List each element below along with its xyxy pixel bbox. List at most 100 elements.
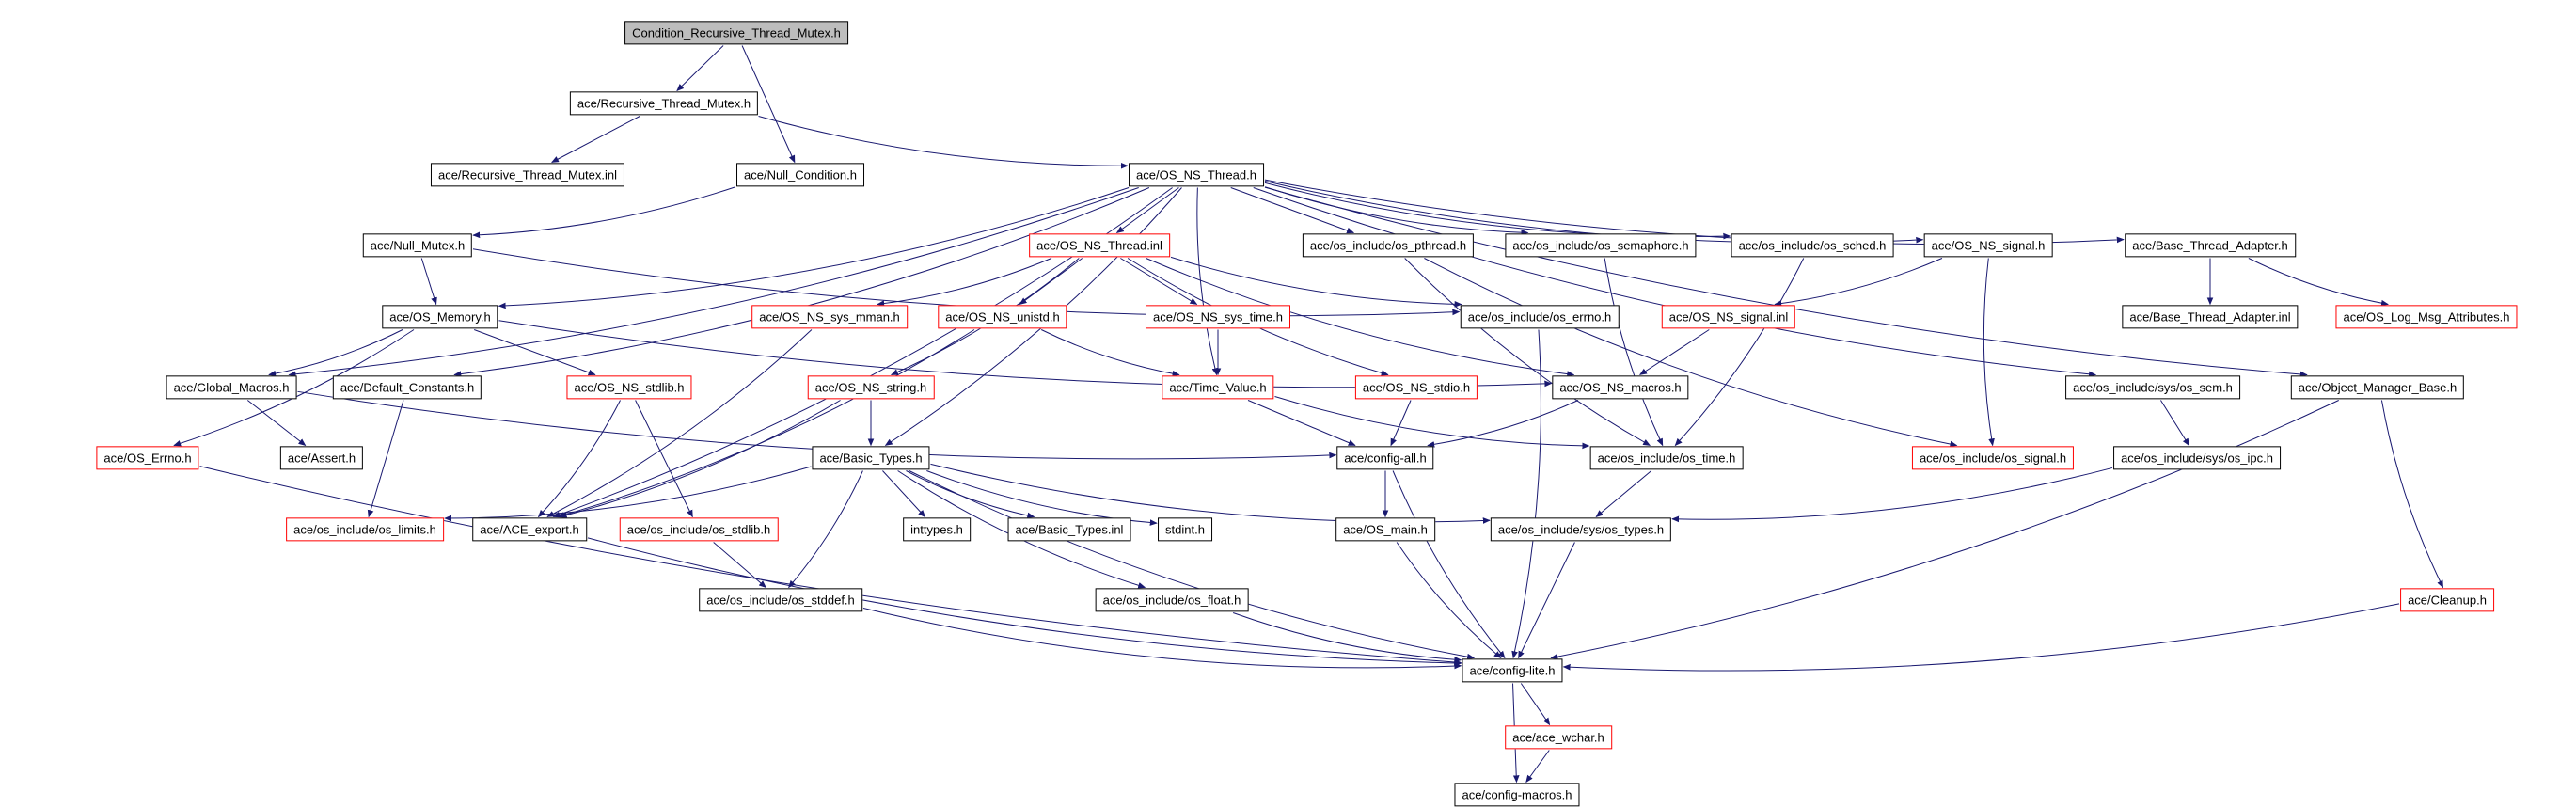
graph-node-global_macros_h[interactable]: ace/Global_Macros.h — [166, 375, 297, 400]
graph-node-config_macros_h[interactable]: ace/config-macros.h — [1454, 783, 1580, 807]
graph-node-default_constants_h[interactable]: ace/Default_Constants.h — [332, 375, 482, 400]
include-edge — [367, 400, 404, 518]
graph-node-sys_os_sem_h[interactable]: ace/os_include/sys/os_sem.h — [2065, 375, 2240, 400]
graph-node-os_ns_unistd_h[interactable]: ace/OS_NS_unistd.h — [938, 305, 1067, 329]
graph-node-os_errno_ace_h[interactable]: ace/OS_Errno.h — [96, 446, 199, 470]
graph-node-config_all_h[interactable]: ace/config-all.h — [1336, 446, 1434, 470]
graph-node-os_float_h[interactable]: ace/os_include/os_float.h — [1095, 588, 1249, 612]
graph-node-os_ns_signal_inl[interactable]: ace/OS_NS_signal.inl — [1661, 305, 1796, 329]
graph-node-object_manager_base_h[interactable]: ace/Object_Manager_Base.h — [2290, 375, 2465, 400]
include-edge — [926, 470, 1158, 526]
graph-node-os_stddef_h[interactable]: ace/os_include/os_stddef.h — [699, 588, 862, 612]
include-edge — [1170, 256, 1462, 308]
include-edge — [1019, 258, 1083, 305]
include-edge — [1041, 329, 1180, 377]
graph-node-base_thread_adapter_h[interactable]: ace/Base_Thread_Adapter.h — [2125, 233, 2296, 258]
graph-node-os_ns_stdlib_h[interactable]: ace/OS_NS_stdlib.h — [566, 375, 692, 400]
include-edge — [537, 400, 621, 518]
include-edge — [1264, 186, 1529, 236]
include-edge — [1230, 187, 1355, 234]
graph-node-os_limits_h[interactable]: ace/os_include/os_limits.h — [286, 517, 444, 542]
graph-node-os_time_h[interactable]: ace/os_include/os_time.h — [1589, 446, 1744, 470]
include-edge — [199, 466, 1462, 666]
include-edge — [1253, 187, 2097, 378]
include-edge — [1424, 258, 1958, 448]
include-edge — [2248, 258, 2389, 307]
include-edge — [1274, 396, 1590, 450]
graph-node-os_signal_h[interactable]: ace/os_include/os_signal.h — [1911, 446, 2075, 470]
graph-node-config_lite_h[interactable]: ace/config-lite.h — [1462, 658, 1563, 683]
graph-node-os_ns_thread_h[interactable]: ace/OS_NS_Thread.h — [1129, 163, 1264, 187]
graph-node-os_errno_h[interactable]: ace/os_include/os_errno.h — [1460, 305, 1620, 329]
graph-node-os_stdlib_h[interactable]: ace/os_include/os_stdlib.h — [619, 517, 779, 542]
include-edge — [472, 186, 736, 239]
include-edge — [909, 470, 1476, 660]
graph-node-ace_export_h[interactable]: ace/ACE_export.h — [472, 517, 587, 542]
include-edge — [877, 258, 1052, 307]
graph-node-os_ns_sys_time_h[interactable]: ace/OS_NS_sys_time.h — [1145, 305, 1291, 329]
graph-node-base_thread_adapter_inl[interactable]: ace/Base_Thread_Adapter.inl — [2122, 305, 2299, 329]
graph-node-inttypes_h[interactable]: inttypes.h — [903, 517, 971, 542]
graph-node-os_ns_signal_h[interactable]: ace/OS_NS_signal.h — [1923, 233, 2053, 258]
include-edge — [788, 470, 863, 589]
include-edge — [173, 329, 415, 447]
include-edge — [1427, 400, 1579, 448]
graph-node-null_condition_h[interactable]: ace/Null_Condition.h — [736, 163, 864, 187]
include-edge — [1247, 400, 1356, 446]
graph-node-os_ns_string_h[interactable]: ace/OS_NS_string.h — [807, 375, 935, 400]
include-edge — [268, 329, 403, 377]
include-edge — [1404, 258, 1651, 446]
include-edge — [1232, 612, 1462, 663]
graph-node-sys_os_ipc_h[interactable]: ace/os_include/sys/os_ipc.h — [2113, 446, 2281, 470]
include-edge — [498, 187, 1130, 309]
include-edge — [1264, 182, 1731, 240]
include-edge — [288, 187, 1139, 378]
graph-node-os_semaphore_h[interactable]: ace/os_include/os_semaphore.h — [1505, 233, 1697, 258]
graph-node-basic_types_h[interactable]: ace/Basic_Types.h — [812, 446, 930, 470]
graph-node-os_ns_macros_h[interactable]: ace/OS_NS_macros.h — [1552, 375, 1689, 400]
graph-node-basic_types_inl[interactable]: ace/Basic_Types.inl — [1007, 517, 1131, 542]
include-edge — [557, 329, 975, 518]
include-edge — [930, 463, 1491, 524]
include-edge — [1511, 329, 1541, 659]
graph-node-os_ns_stdio_h[interactable]: ace/OS_NS_stdio.h — [1354, 375, 1478, 400]
include-edge — [551, 116, 640, 163]
include-edge — [1115, 187, 1179, 233]
include-edge — [1120, 258, 1198, 305]
graph-node-stdint_h[interactable]: stdint.h — [1158, 517, 1212, 542]
include-edge — [758, 116, 1129, 169]
include-edge — [1392, 470, 1506, 659]
include-edge — [1674, 258, 1805, 447]
include-edge — [587, 537, 1462, 667]
include-edge — [741, 45, 796, 164]
graph-node-condition_recursive_thread_mutex_h[interactable]: Condition_Recursive_Thread_Mutex.h — [624, 21, 848, 45]
include-edge — [1983, 258, 1995, 447]
include-edge — [559, 400, 841, 518]
graph-node-os_pthread_h[interactable]: ace/os_include/os_pthread.h — [1302, 233, 1475, 258]
graph-node-null_mutex_h[interactable]: ace/Null_Mutex.h — [362, 233, 473, 258]
graph-node-recursive_thread_mutex_h[interactable]: ace/Recursive_Thread_Mutex.h — [569, 91, 759, 116]
include-edge — [1774, 258, 1943, 307]
include-edge — [713, 542, 766, 589]
graph-node-os_log_msg_attributes_h[interactable]: ace/OS_Log_Msg_Attributes.h — [2335, 305, 2518, 329]
include-edge — [1562, 603, 2400, 672]
graph-node-assert_h[interactable]: ace/Assert.h — [279, 446, 364, 470]
graph-node-os_sched_h[interactable]: ace/os_include/os_sched.h — [1731, 233, 1894, 258]
include-edge — [1525, 750, 1550, 784]
include-edge — [1604, 258, 1664, 447]
graph-node-os_main_h[interactable]: ace/OS_main.h — [1335, 517, 1435, 542]
graph-node-time_value_h[interactable]: ace/Time_Value.h — [1162, 375, 1274, 400]
include-edge — [862, 607, 1462, 670]
include-edge — [635, 400, 693, 518]
include-edge — [474, 329, 596, 376]
include-edge — [546, 329, 813, 517]
graph-node-os_ns_thread_inl[interactable]: ace/OS_NS_Thread.inl — [1029, 233, 1170, 258]
graph-node-cleanup_h[interactable]: ace/Cleanup.h — [2400, 588, 2494, 612]
graph-node-os_memory_h[interactable]: ace/OS_Memory.h — [382, 305, 498, 329]
graph-node-recursive_thread_mutex_inl[interactable]: ace/Recursive_Thread_Mutex.inl — [430, 163, 625, 187]
graph-node-sys_os_types_h[interactable]: ace/os_include/sys/os_types.h — [1490, 517, 1672, 542]
include-edge — [420, 258, 437, 306]
graph-node-os_ns_sys_mman_h[interactable]: ace/OS_NS_sys_mman.h — [751, 305, 908, 329]
graph-node-ace_wchar_h[interactable]: ace/ace_wchar.h — [1505, 725, 1612, 750]
